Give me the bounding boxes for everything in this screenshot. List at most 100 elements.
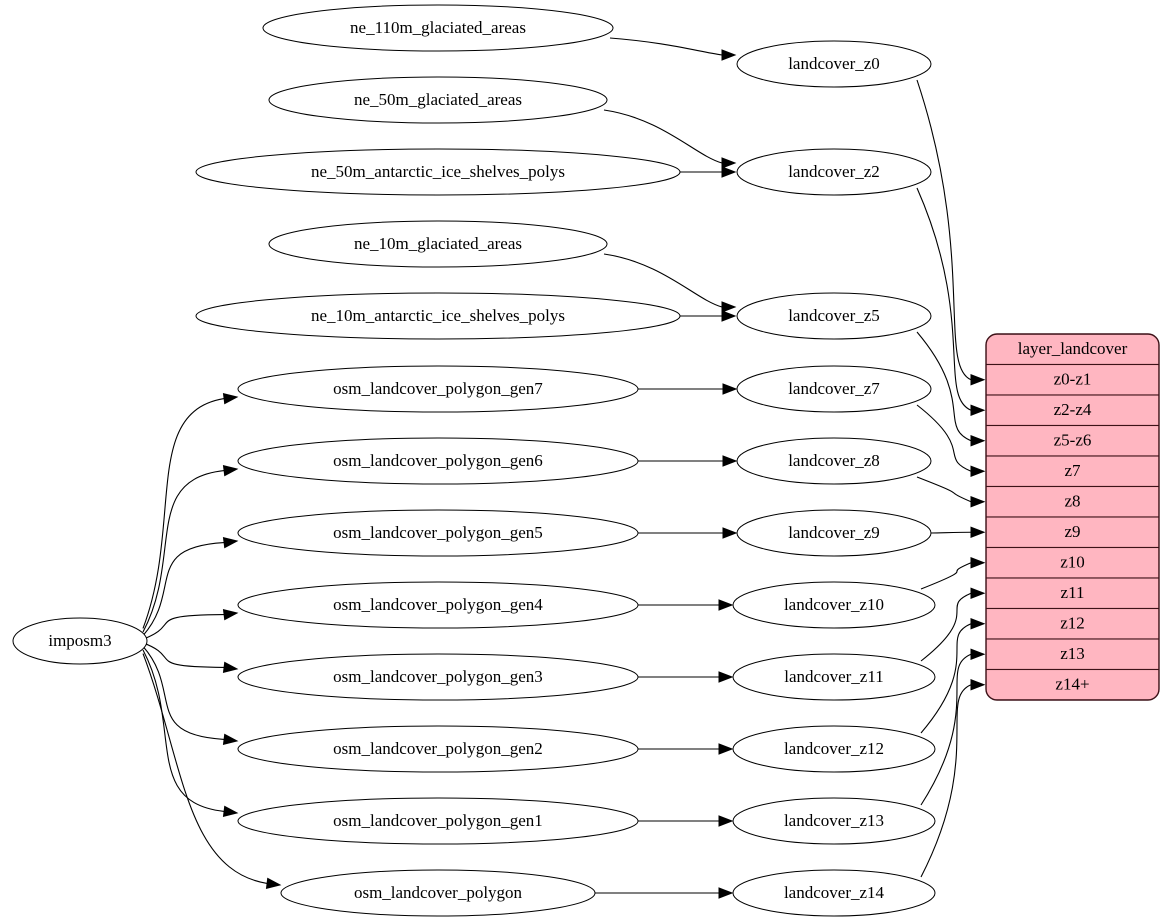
table-row-cell-z2-z4[interactable] (986, 394, 1159, 427)
node-osm_landcover_polygon_gen2[interactable]: osm_landcover_polygon_gen2 (237, 725, 639, 773)
edge-osm_landcover_polygon_gen6-to-landcover_z8 (638, 455, 738, 467)
node-landcover_z11[interactable]: landcover_z11 (732, 653, 936, 701)
node-imposm3[interactable]: imposm3 (12, 617, 148, 665)
table-header-label: layer_landcover (1018, 339, 1128, 358)
table-row-label-z5-z6: z5-z6 (1054, 431, 1092, 450)
table-row-label-z8: z8 (1064, 492, 1080, 511)
edge-line (916, 476, 972, 503)
edge-imposm3-to-osm_landcover_polygon (142, 653, 282, 890)
edge-landcover_z2-to-table-row-z2-z4 (916, 187, 986, 416)
edge-arrowhead (222, 536, 239, 549)
node-shape (732, 869, 936, 917)
edge-arrowhead (970, 404, 986, 416)
node-landcover_z0[interactable]: landcover_z0 (736, 40, 932, 88)
edge-osm_landcover_polygon_gen1-to-landcover_z13 (638, 815, 734, 827)
table-row-cell-z14+[interactable] (986, 668, 1159, 701)
edge-arrowhead (970, 465, 986, 477)
edge-arrowhead (721, 49, 737, 61)
node-label: osm_landcover_polygon_gen4 (333, 595, 543, 614)
node-ne_10m_glaciated_areas[interactable]: ne_10m_glaciated_areas (268, 220, 608, 268)
node-landcover_z12[interactable]: landcover_z12 (732, 725, 936, 773)
edge-arrowhead (222, 464, 239, 477)
table-row-label-z12: z12 (1060, 614, 1085, 633)
edge-landcover_z11-to-table-row-z11 (920, 587, 986, 662)
node-landcover_z14[interactable]: landcover_z14 (732, 869, 936, 917)
table-row-label-z10: z10 (1060, 553, 1085, 572)
edge-line (920, 592, 972, 662)
edge-line (142, 398, 225, 629)
node-label: osm_landcover_polygon_gen2 (333, 739, 543, 758)
edge-arrowhead (222, 608, 239, 621)
edge-arrowhead (718, 887, 734, 899)
node-label: landcover_z8 (788, 451, 880, 470)
table-row-cell-z8[interactable] (986, 485, 1159, 518)
node-landcover_z13[interactable]: landcover_z13 (732, 797, 936, 845)
edge-arrowhead (222, 661, 239, 674)
node-label: landcover_z13 (784, 811, 884, 830)
node-label: ne_50m_glaciated_areas (354, 90, 522, 109)
edge-line (142, 653, 268, 884)
node-osm_landcover_polygon_gen6[interactable]: osm_landcover_polygon_gen6 (237, 437, 639, 485)
table-row-cell-z9[interactable] (986, 516, 1159, 549)
node-osm_landcover_polygon_gen1[interactable]: osm_landcover_polygon_gen1 (237, 797, 639, 845)
edge-line (603, 109, 723, 164)
node-shape (736, 365, 932, 413)
node-shape (268, 76, 608, 124)
node-label: osm_landcover_polygon (354, 883, 523, 902)
edge-imposm3-to-osm_landcover_polygon_gen5 (142, 536, 239, 636)
node-landcover_z7[interactable]: landcover_z7 (736, 365, 932, 413)
table-row-cell-z7[interactable] (986, 455, 1159, 488)
table-row-label-z11: z11 (1061, 583, 1085, 602)
edge-ne_10m_antarctic_ice_shelves_polys-to-landcover_z5 (676, 310, 737, 322)
edge-arrowhead (721, 301, 737, 313)
node-ne_110m_glaciated_areas[interactable]: ne_110m_glaciated_areas (262, 4, 614, 52)
node-label: osm_landcover_polygon_gen3 (333, 667, 543, 686)
node-landcover_z5[interactable]: landcover_z5 (736, 292, 932, 340)
node-ne_50m_glaciated_areas[interactable]: ne_50m_glaciated_areas (268, 76, 608, 124)
edge-line (916, 404, 972, 472)
edge-line (142, 649, 225, 812)
node-label: landcover_z5 (788, 306, 880, 325)
edges-layer (142, 37, 986, 899)
edge-osm_landcover_polygon_gen5-to-landcover_z9 (638, 527, 738, 539)
edge-arrowhead (718, 815, 734, 827)
edge-arrowhead (970, 496, 986, 508)
table-row-cell-z5-z6[interactable] (986, 424, 1159, 457)
edge-arrowhead (265, 877, 282, 890)
node-shape (237, 581, 639, 629)
node-osm_landcover_polygon[interactable]: osm_landcover_polygon (280, 869, 596, 917)
node-shape (732, 725, 936, 773)
layer-landcover-table: layer_landcoverz0-z1z2-z4z5-z6z7z8z9z10z… (985, 333, 1160, 701)
edge-imposm3-to-osm_landcover_polygon_gen7 (142, 392, 239, 629)
edge-imposm3-to-osm_landcover_polygon_gen1 (142, 649, 239, 818)
node-landcover_z9[interactable]: landcover_z9 (736, 509, 932, 557)
node-landcover_z10[interactable]: landcover_z10 (732, 581, 936, 629)
edge-arrowhead (722, 455, 738, 467)
node-shape (237, 509, 639, 557)
node-osm_landcover_polygon_gen5[interactable]: osm_landcover_polygon_gen5 (237, 509, 639, 557)
edge-landcover_z7-to-table-row-z7 (916, 404, 986, 477)
table-row-cell-z12[interactable] (986, 607, 1159, 640)
edge-imposm3-to-osm_landcover_polygon_gen4 (142, 608, 239, 640)
node-shape (195, 148, 681, 196)
edge-osm_landcover_polygon_gen3-to-landcover_z11 (638, 671, 734, 683)
node-landcover_z8[interactable]: landcover_z8 (736, 437, 932, 485)
table-row-label-z14+: z14+ (1055, 675, 1089, 694)
node-shape (237, 725, 639, 773)
node-shape (280, 869, 596, 917)
table-row-cell-z10[interactable] (986, 546, 1159, 579)
table-row-cell-z13[interactable] (986, 638, 1159, 671)
node-osm_landcover_polygon_gen4[interactable]: osm_landcover_polygon_gen4 (237, 581, 639, 629)
edge-arrowhead (970, 679, 986, 691)
node-osm_landcover_polygon_gen7[interactable]: osm_landcover_polygon_gen7 (237, 365, 639, 413)
node-ne_10m_antarctic_ice_shelves_polys[interactable]: ne_10m_antarctic_ice_shelves_polys (195, 292, 681, 340)
node-osm_landcover_polygon_gen3[interactable]: osm_landcover_polygon_gen3 (237, 653, 639, 701)
edge-line (920, 562, 972, 590)
node-landcover_z2[interactable]: landcover_z2 (736, 148, 932, 196)
edge-landcover_z14-to-table-row-z14+ (920, 679, 986, 878)
node-shape (268, 220, 608, 268)
node-ne_50m_antarctic_ice_shelves_polys[interactable]: ne_50m_antarctic_ice_shelves_polys (195, 148, 681, 196)
edge-line (916, 79, 972, 381)
node-label: landcover_z7 (788, 379, 880, 398)
edge-arrowhead (721, 166, 737, 178)
